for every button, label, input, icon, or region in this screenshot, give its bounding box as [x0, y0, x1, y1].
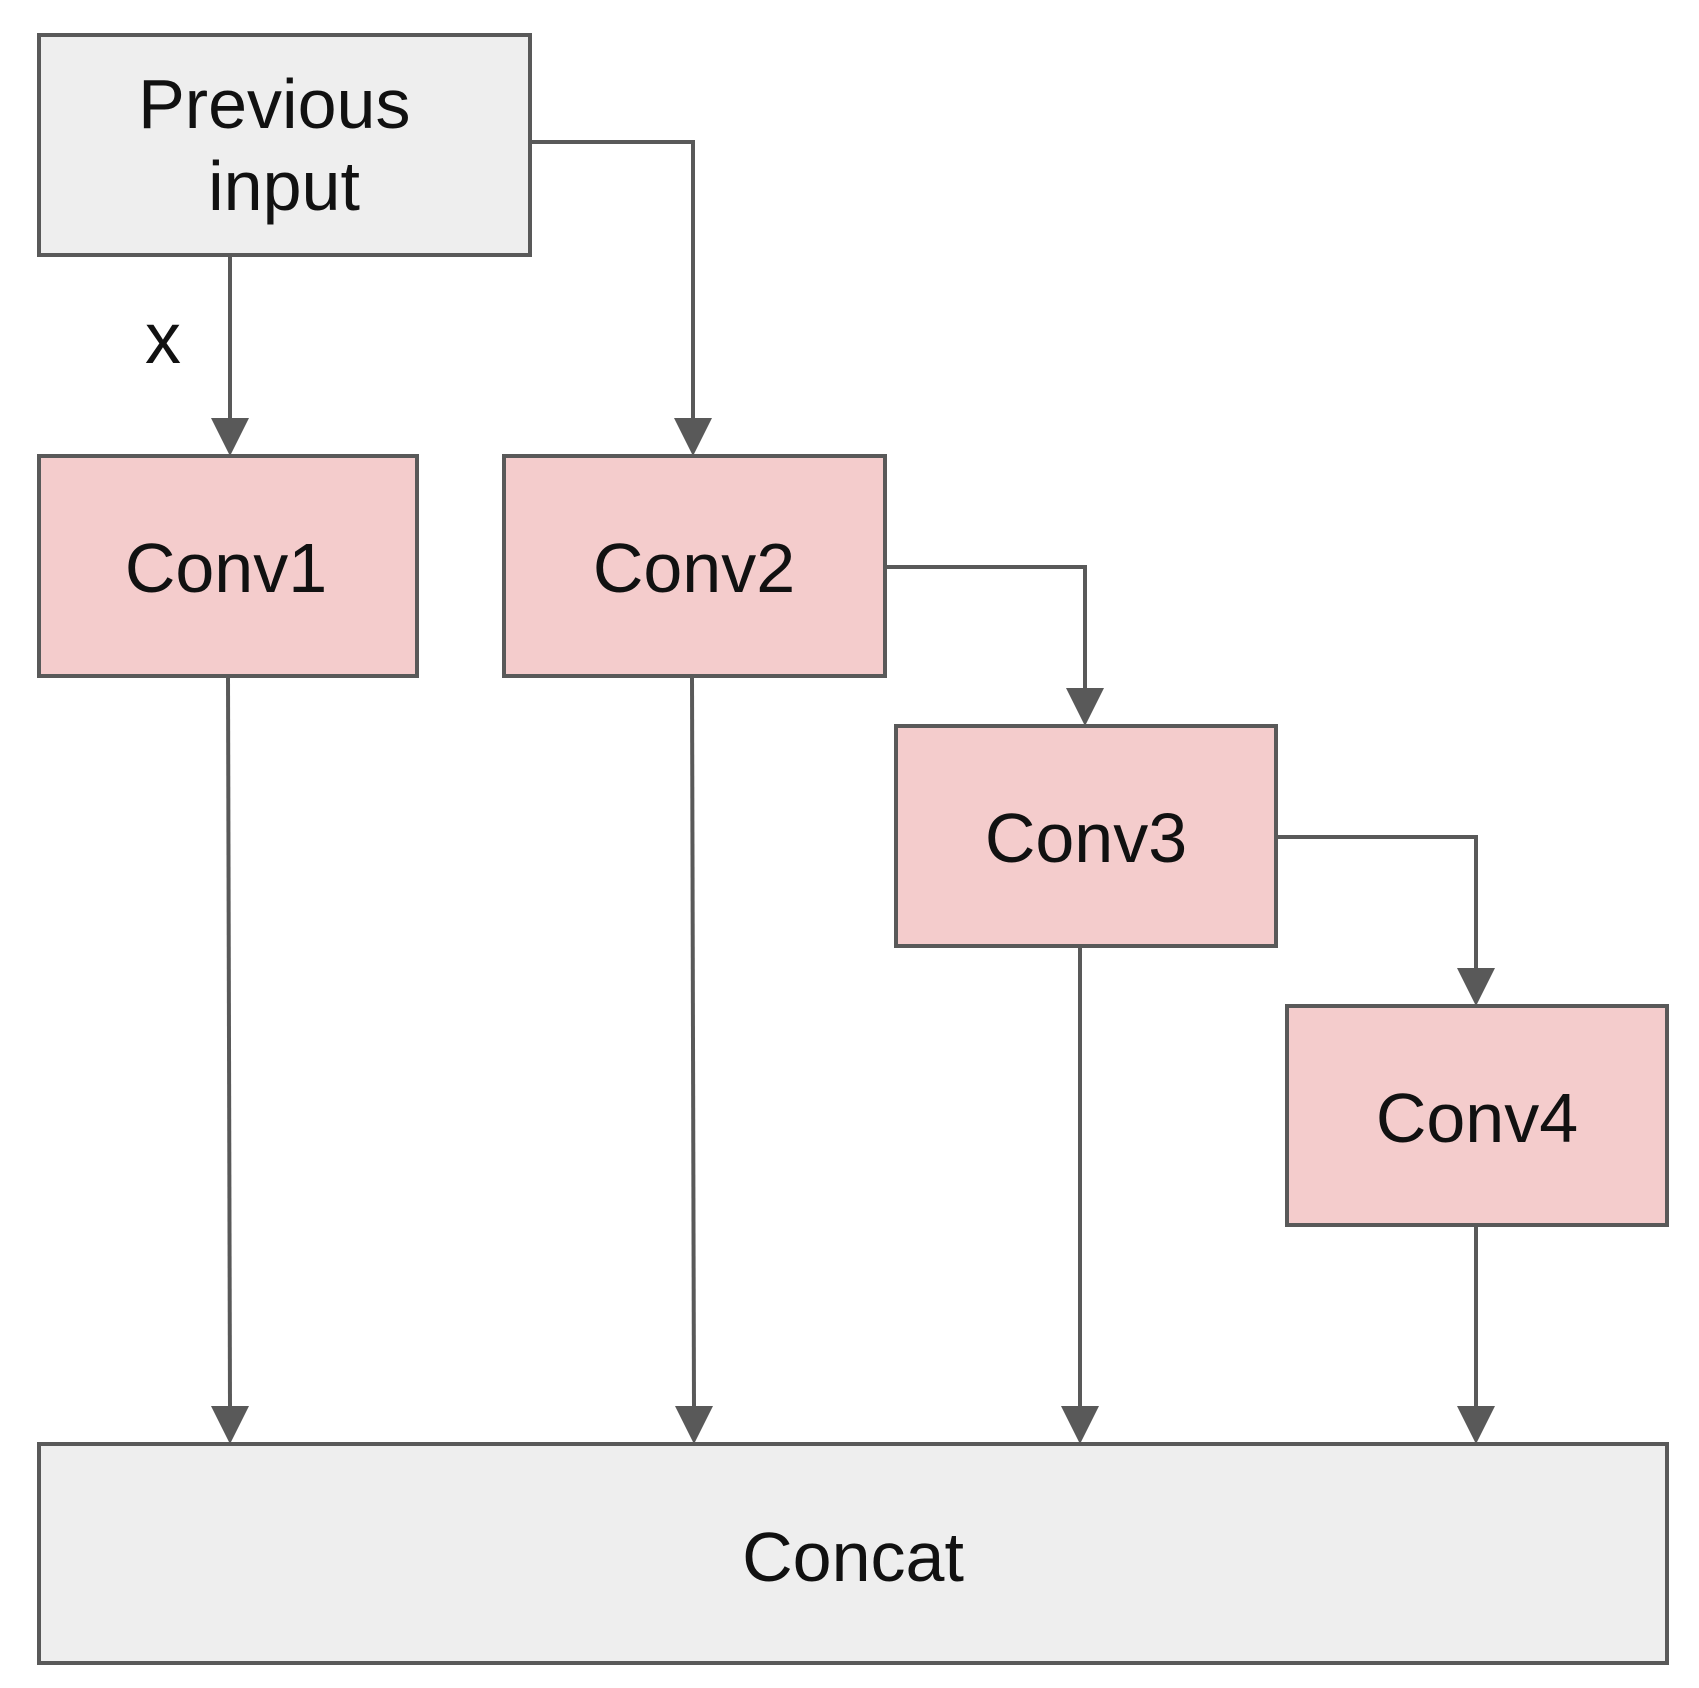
arrowhead-conv4 [1457, 968, 1495, 1006]
conv1-box [37, 454, 419, 678]
conv4-box [1285, 1004, 1669, 1227]
arrowhead-conv1 [211, 418, 249, 456]
edge-label-x: x [145, 299, 181, 379]
conv4-label: Conv4 [1376, 1079, 1578, 1157]
node-conv1: Conv1 [37, 454, 419, 678]
previous-input-label-line-1: Previous [138, 65, 410, 143]
conv3-label: Conv3 [985, 799, 1187, 877]
connectors [211, 140, 1495, 1444]
concat-label: Concat [742, 1518, 964, 1596]
arrowhead-concat-3 [1061, 1406, 1099, 1444]
edge-conv1-to-concat [226, 677, 232, 1409]
conv3-box [894, 724, 1278, 948]
conv2-label: Conv2 [593, 529, 795, 607]
previous-input-label-line-2: input [208, 147, 360, 225]
edge-conv3-to-conv4 [1276, 835, 1478, 970]
conv2-box [502, 454, 887, 678]
previous-input-box [37, 33, 532, 257]
arrowhead-conv2 [674, 418, 712, 456]
node-conv4: Conv4 [1285, 1004, 1669, 1227]
previous-input-label: Previous input [138, 65, 430, 225]
edge-conv2-to-concat [690, 677, 696, 1409]
node-concat: Concat [37, 1442, 1669, 1665]
edge-conv2-to-conv3 [885, 565, 1087, 690]
node-conv3: Conv3 [894, 724, 1278, 948]
node-previous-input: Previous input [37, 33, 532, 257]
arrowhead-concat-4 [1457, 1406, 1495, 1444]
conv1-label: Conv1 [125, 529, 327, 607]
arrowhead-conv3 [1066, 688, 1104, 726]
concat-box [37, 1442, 1669, 1665]
arrowhead-concat-2 [675, 1406, 713, 1444]
arrowhead-concat-1 [211, 1406, 249, 1444]
edge-input-to-conv2 [530, 140, 695, 420]
node-conv2: Conv2 [502, 454, 887, 678]
